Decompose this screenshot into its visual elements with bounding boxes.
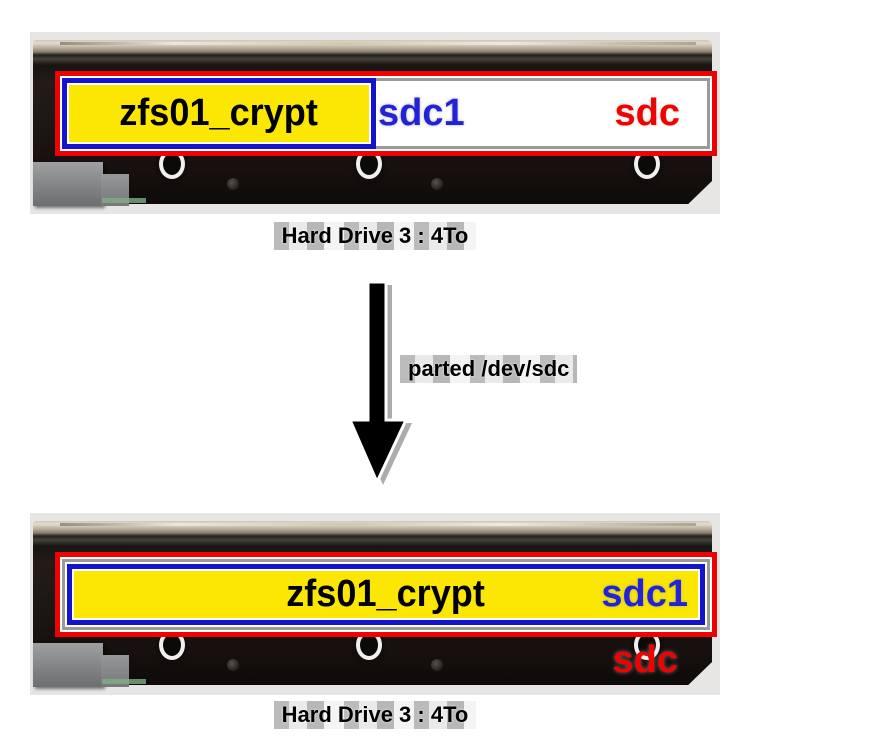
disk-inner-frame — [62, 559, 710, 630]
partition-box-after: zfs01_crypt sdc1 — [67, 564, 705, 625]
partition-label: zfs01_crypt — [119, 92, 319, 134]
mounting-bracket — [33, 643, 103, 687]
disk-device-label: sdc — [612, 639, 678, 681]
mounting-bracket — [33, 162, 103, 206]
partition-device-label: sdc1 — [378, 92, 465, 134]
before-drive: zfs01_crypt sdc1 sdc — [30, 32, 720, 214]
pcb-edge — [102, 198, 146, 203]
after-drive: zfs01_crypt sdc1 sdc — [30, 513, 720, 695]
small-screw — [227, 659, 239, 671]
small-screw — [227, 178, 239, 190]
partition-device-label: sdc1 — [601, 573, 688, 615]
command-label: parted /dev/sdc — [400, 355, 578, 383]
disk-device-label: sdc — [614, 92, 680, 134]
platter-edge — [60, 42, 696, 45]
disk-outline-before: zfs01_crypt sdc1 sdc — [55, 71, 717, 156]
disk-outline-after: zfs01_crypt sdc1 — [55, 552, 717, 637]
small-screw — [431, 659, 443, 671]
down-arrow-icon — [347, 280, 412, 486]
partition-box-before: zfs01_crypt — [62, 78, 376, 149]
pcb-edge — [102, 679, 146, 684]
small-screw — [431, 178, 443, 190]
drive-caption-before: Hard Drive 3 : 4To — [30, 222, 720, 250]
platter-edge — [60, 523, 696, 526]
drive-caption-after: Hard Drive 3 : 4To — [30, 701, 720, 729]
partition-label: zfs01_crypt — [286, 573, 486, 615]
